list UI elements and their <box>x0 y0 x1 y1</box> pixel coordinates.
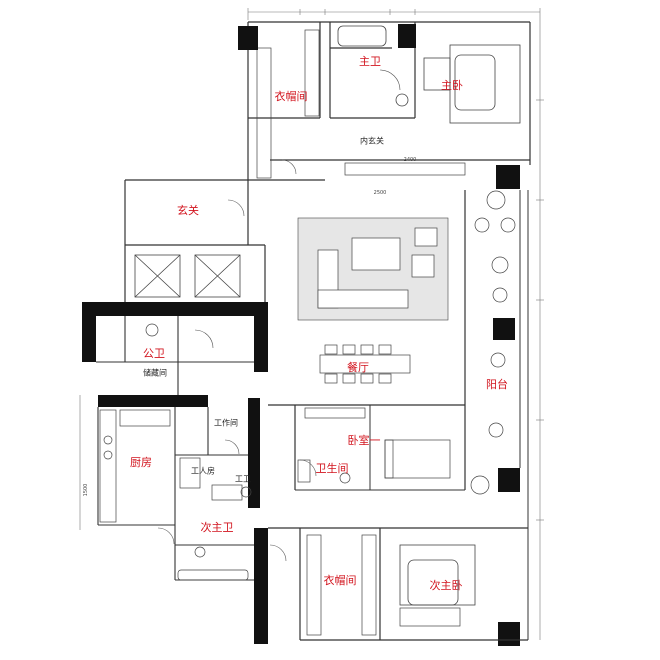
sofa-set <box>317 227 438 309</box>
room-label-inner-entry: 内玄关 <box>360 136 384 146</box>
room-label-bath: 卫生间 <box>315 462 349 475</box>
second-closet-rail-right <box>361 534 377 636</box>
room-label-master-bath: 主卫 <box>359 55 381 68</box>
room-label-bedroom-one: 卧室一 <box>347 434 381 447</box>
room-label-maid-room: 工人房 <box>191 466 215 476</box>
room-label-balcony: 阳台 <box>486 378 508 391</box>
inner-entry-cabinet <box>344 162 466 176</box>
room-label-master-closet: 衣帽间 <box>274 90 308 103</box>
structural-columns <box>82 24 520 646</box>
public-bath-walls <box>96 316 254 395</box>
dim-counter: 2400 <box>403 157 417 163</box>
kitchen-counters <box>99 409 171 523</box>
master-bath-door-swing <box>379 69 401 91</box>
dining-table-set <box>319 344 411 384</box>
room-label-maid-bath: 工卫 <box>235 474 251 484</box>
maid-room-fixtures <box>179 457 252 501</box>
room-label-utility: 工作间 <box>214 418 238 428</box>
second-closet-rail-left <box>306 534 322 636</box>
elevator-shafts <box>134 254 241 298</box>
master-closet-rail-left <box>256 47 272 179</box>
room-label-second-bed: 次主卧 <box>429 579 463 592</box>
master-bath-toilet <box>395 93 409 107</box>
second-suite-walls <box>268 527 528 641</box>
balcony-edges <box>519 190 529 640</box>
kitchen-walls <box>97 407 248 526</box>
dimension-frame <box>79 8 544 640</box>
second-bath-tub <box>177 569 249 581</box>
dim-kitchen-side: 1500 <box>83 483 89 497</box>
master-bath-tub <box>337 25 387 47</box>
dim-corridor: 2500 <box>373 190 387 196</box>
master-bed-mattress <box>454 54 496 111</box>
bedroom-one-fixtures <box>297 407 451 484</box>
room-label-storage: 储藏间 <box>143 368 167 378</box>
second-bed-bench <box>399 607 461 627</box>
master-bed-headboard <box>423 57 451 91</box>
second-bed-mattress <box>407 559 459 606</box>
door-swings <box>157 159 317 562</box>
room-label-public-bath: 公卫 <box>143 347 165 360</box>
room-label-entry: 玄关 <box>177 204 199 217</box>
room-label-master-bed: 主卧 <box>441 79 463 92</box>
public-bath-toilet <box>145 323 159 337</box>
master-closet-rail-right <box>304 29 320 117</box>
room-label-second-closet: 衣帽间 <box>323 574 357 587</box>
living-dining-walls <box>268 190 466 490</box>
room-label-dining: 餐厅 <box>347 361 369 374</box>
second-bed-outline <box>399 544 476 606</box>
second-bath-toilet <box>194 546 206 558</box>
room-label-kitchen: 厨房 <box>130 456 152 469</box>
entry-area-walls <box>124 179 266 302</box>
room-label-second-bath: 次主卫 <box>200 521 234 534</box>
balcony-plants <box>470 190 516 495</box>
public-bath-door-swing <box>194 329 214 349</box>
